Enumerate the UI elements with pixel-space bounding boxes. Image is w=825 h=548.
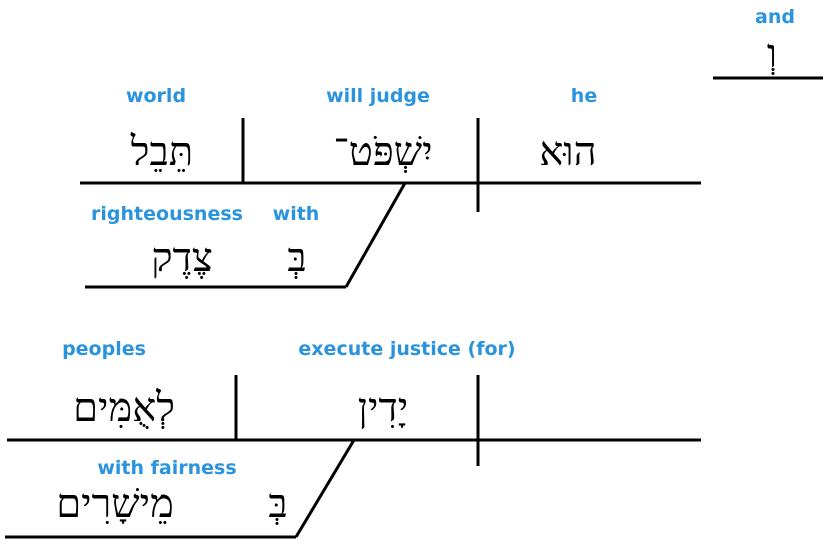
verb-hebrew: יִשְׁפֹּט־ <box>333 129 433 175</box>
clause2-preposition-hebrew: בְּ <box>268 481 288 527</box>
object-gloss: world <box>125 85 187 107</box>
subject-gloss: he <box>570 85 598 107</box>
preposition-gloss: with <box>272 203 320 225</box>
clause2-modifier-object-hebrew: מֵישָׁרִים <box>56 481 174 527</box>
clause2-verb-hebrew: יָדִין <box>357 385 409 431</box>
conjunction-hebrew: וְ <box>766 31 778 77</box>
clause2-modifier-slant <box>294 439 356 538</box>
modifier-object-gloss: righteousness <box>91 203 243 225</box>
conjunction-gloss: and <box>755 6 795 28</box>
preposition-hebrew: בְּ <box>287 235 307 281</box>
object-hebrew: תֵּבֵל <box>130 129 194 175</box>
clause2-object-gloss: peoples <box>62 338 146 360</box>
subject-hebrew: הוּא <box>539 129 597 175</box>
clause2-verb-gloss: execute justice (for) <box>298 338 516 360</box>
clause1-modifier-slant <box>344 182 407 288</box>
modifier-object-hebrew: צֶדֶק <box>151 235 213 281</box>
verb-gloss: will judge <box>326 85 430 107</box>
clause2-modifier-gloss: with fairness <box>97 457 237 479</box>
clause2-object-hebrew: לְאֻמִּים <box>73 385 175 431</box>
